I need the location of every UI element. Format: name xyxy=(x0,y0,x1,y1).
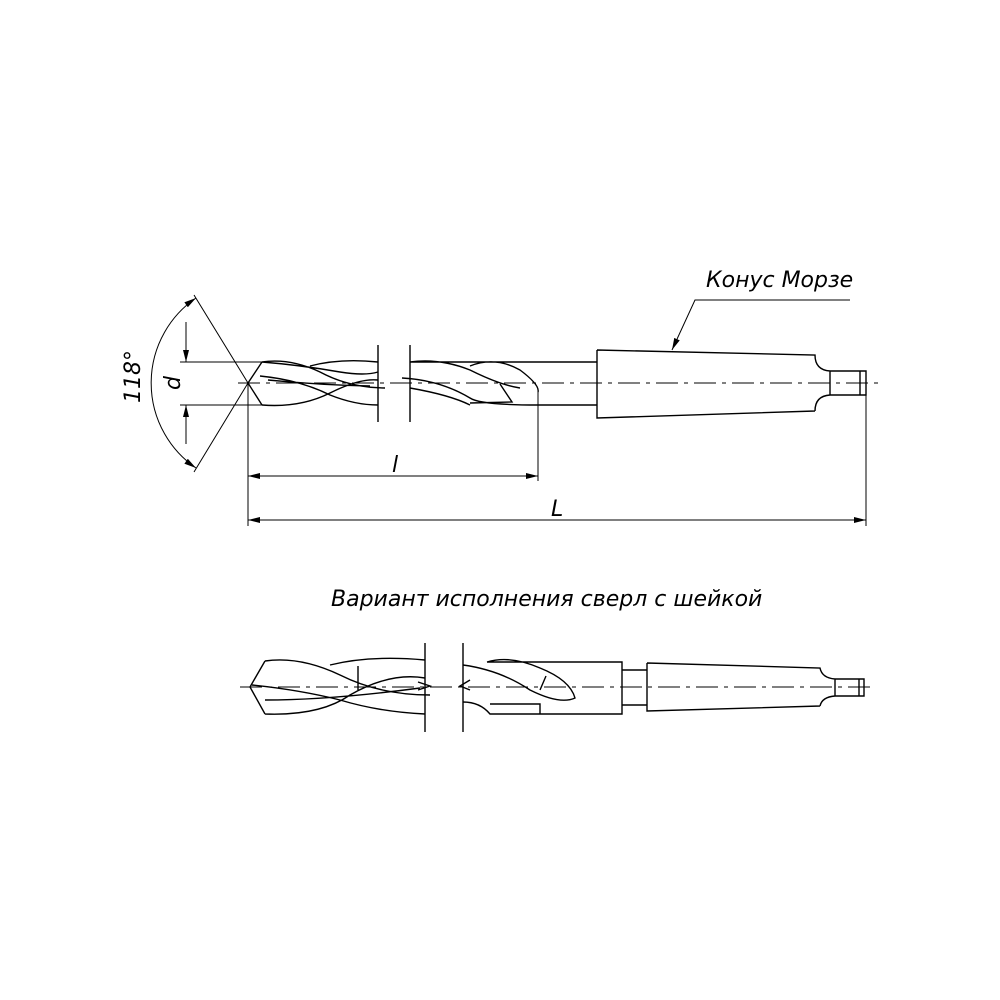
morse-taper-shank xyxy=(538,349,867,419)
flute-right xyxy=(401,360,539,406)
angle-label: 118° xyxy=(121,350,146,403)
flute-left xyxy=(249,657,431,715)
total-length-label: L xyxy=(551,497,563,522)
angle-arc xyxy=(150,297,197,469)
bottom-drill xyxy=(240,643,875,732)
neck-and-morse-taper xyxy=(622,662,865,712)
flute-right xyxy=(417,658,623,715)
extension-lines xyxy=(247,383,867,526)
flute-length-label: l xyxy=(392,453,398,478)
flute-left xyxy=(259,359,386,407)
angle-extension-lines xyxy=(193,294,249,473)
diameter-label: d xyxy=(161,375,186,390)
taper-leader xyxy=(671,299,850,351)
top-drill: Конус Морзе l L d 118° xyxy=(121,268,878,526)
taper-label: Конус Морзе xyxy=(706,268,853,293)
variant-caption: Вариант исполнения сверл с шейкой xyxy=(331,587,762,612)
